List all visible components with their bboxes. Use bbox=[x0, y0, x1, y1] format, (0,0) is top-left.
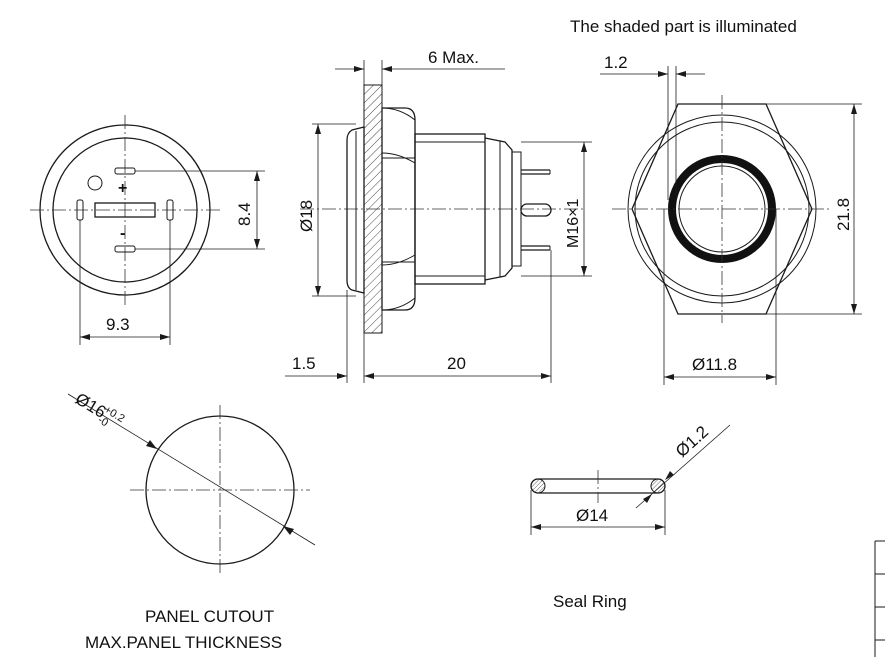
panel-cutout-label: PANEL CUTOUT bbox=[145, 607, 274, 626]
terminal-center bbox=[94, 202, 156, 218]
dim-21-8: 21.8 bbox=[834, 198, 853, 231]
seal-ring-label: Seal Ring bbox=[553, 592, 627, 611]
side-view: 6 Max. Ø18 M16×1 1.5 20 bbox=[285, 48, 592, 383]
plus-sign: + bbox=[118, 180, 127, 197]
bezel bbox=[346, 126, 365, 294]
table-fragment bbox=[874, 540, 885, 657]
dim-d11-8: Ø11.8 bbox=[692, 355, 737, 374]
dim-m16: M16×1 bbox=[565, 199, 582, 248]
minus-sign: - bbox=[120, 225, 125, 242]
back-view: 1.2 21.8 Ø11.8 bbox=[600, 53, 862, 385]
seal-section-left bbox=[530, 478, 546, 494]
dim-9-3: 9.3 bbox=[106, 315, 130, 334]
dim-20: 20 bbox=[447, 354, 466, 373]
dim-seal-d1-2: Ø1.2 bbox=[672, 422, 712, 461]
center-pin bbox=[520, 203, 552, 217]
front-view: + - 8.4 9.3 bbox=[30, 115, 265, 345]
dim-1-5: 1.5 bbox=[292, 354, 316, 373]
illuminated-note: The shaded part is illuminated bbox=[570, 17, 797, 36]
panel-cutout: Ø16 +0.2 -0 PANEL CUTOUT MAX.PANEL THICK… bbox=[67, 389, 316, 652]
dim-6-max: 6 Max. bbox=[428, 48, 479, 67]
panel-section bbox=[363, 84, 383, 334]
dim-8-4: 8.4 bbox=[235, 202, 254, 226]
dim-1-2: 1.2 bbox=[604, 53, 628, 72]
panel-thickness-label: MAX.PANEL THICKNESS bbox=[85, 633, 282, 652]
dim-d18: Ø18 bbox=[297, 200, 316, 232]
seal-ring: Ø1.2 Ø14 Seal Ring bbox=[530, 422, 731, 611]
threaded-body bbox=[414, 133, 486, 285]
dim-d14: Ø14 bbox=[576, 506, 608, 525]
seal-section-right bbox=[650, 478, 666, 494]
front-indicator-circle bbox=[87, 175, 103, 191]
